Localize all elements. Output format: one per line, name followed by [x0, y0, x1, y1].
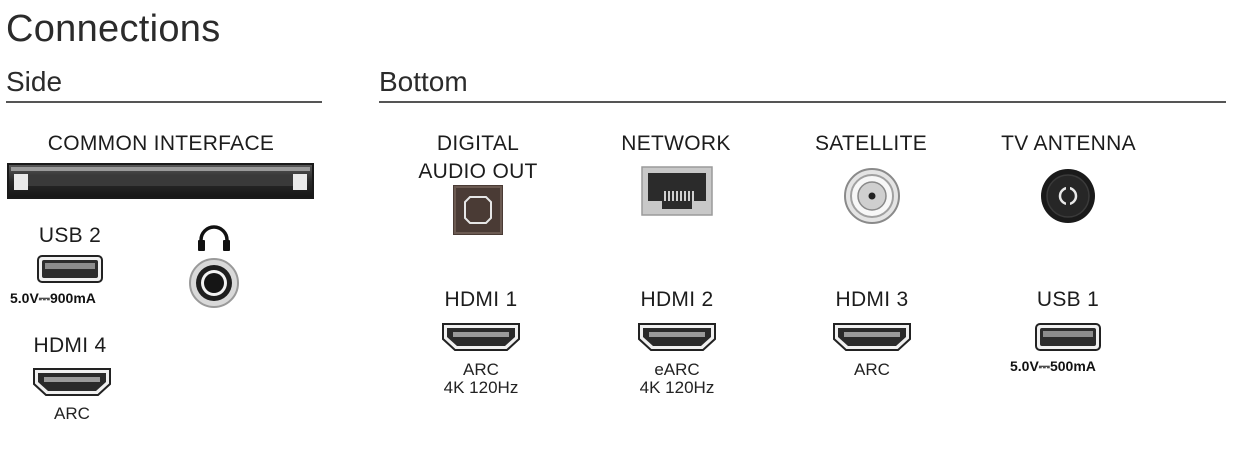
optical-port-icon	[453, 185, 503, 235]
hdmi2-label: HDMI 2	[640, 288, 714, 311]
usb2-port-icon	[37, 255, 103, 283]
hdmi2-sub1: eARC	[654, 360, 700, 379]
hdmi3-label: HDMI 3	[835, 288, 909, 311]
usb2-label: USB 2	[38, 224, 102, 247]
common-interface-label: COMMON INTERFACE	[47, 132, 275, 155]
ethernet-port-icon	[641, 166, 713, 216]
hdmi2-port-icon	[638, 323, 716, 351]
satellite-label: SATELLITE	[814, 132, 928, 155]
headphones-icon	[198, 225, 230, 251]
hdmi3-port-icon	[833, 323, 911, 351]
digital-audio-out-line1: DIGITAL	[436, 132, 520, 155]
hdmi1-label: HDMI 1	[444, 288, 518, 311]
hdmi3-sub: ARC	[854, 360, 890, 379]
hdmi2-sub2: 4K 120Hz	[639, 378, 715, 397]
hdmi1-port-icon	[442, 323, 520, 351]
section-bottom-title: Bottom	[379, 66, 468, 97]
digital-audio-out-label: DIGITAL AUDIO OUT	[398, 130, 558, 186]
side-divider	[6, 101, 322, 103]
usb1-rating: 5.0V⎓500mA	[1010, 358, 1096, 374]
tv-antenna-connector-icon	[1041, 169, 1095, 223]
hdmi4-port-icon	[33, 368, 111, 396]
hdmi1-sub: ARC 4K 120Hz	[421, 361, 541, 397]
headphone-jack-icon	[189, 258, 239, 308]
hdmi4-sub: ARC	[54, 404, 90, 423]
page-title: Connections	[6, 8, 221, 50]
common-interface-slot-icon	[7, 163, 314, 199]
usb1-label: USB 1	[1036, 288, 1100, 311]
tv-antenna-label: TV ANTENNA	[1001, 132, 1136, 155]
bottom-divider	[379, 101, 1226, 103]
usb2-rating: 5.0V⎓900mA	[10, 290, 96, 306]
hdmi1-sub1: ARC	[463, 360, 499, 379]
satellite-connector-icon	[844, 168, 900, 224]
usb1-port-icon	[1035, 323, 1101, 351]
section-side-title: Side	[6, 66, 63, 97]
hdmi2-sub: eARC 4K 120Hz	[617, 361, 737, 397]
network-label: NETWORK	[621, 132, 731, 155]
digital-audio-out-line2: AUDIO OUT	[418, 160, 538, 183]
hdmi1-sub2: 4K 120Hz	[443, 378, 519, 397]
hdmi4-label: HDMI 4	[33, 334, 107, 357]
